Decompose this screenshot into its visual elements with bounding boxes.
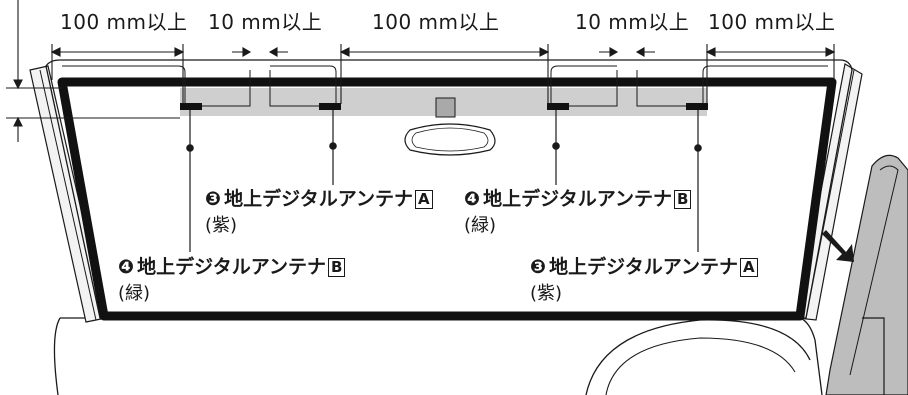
windshield-outline bbox=[45, 59, 853, 319]
antenna-label-text: 地上デジタルアンテナ bbox=[137, 256, 326, 278]
antenna-label-text: 地上デジタルアンテナ bbox=[224, 188, 413, 210]
dimension-label: 10 mm以上 bbox=[575, 10, 690, 34]
removal-arrow bbox=[822, 230, 854, 262]
dimension-label: 10 mm以上 bbox=[208, 10, 323, 34]
number-badge: ❸ bbox=[205, 188, 222, 210]
steering-wheel-inner bbox=[605, 337, 796, 395]
steering-wheel bbox=[585, 319, 811, 395]
sensor-box bbox=[435, 97, 456, 118]
antenna-element-bar bbox=[547, 103, 569, 110]
dashboard-outline bbox=[53, 317, 823, 395]
antenna-element-bar bbox=[319, 103, 341, 110]
antenna-element-bar bbox=[180, 103, 202, 110]
color-note: (緑) bbox=[464, 215, 497, 236]
color-note: (紫) bbox=[205, 215, 238, 236]
antenna-letter: B bbox=[327, 258, 346, 277]
windshield-black-frame bbox=[57, 77, 837, 321]
antenna-label-text: 地上デジタルアンテナ bbox=[483, 188, 672, 210]
antenna-letter: B bbox=[673, 190, 692, 209]
rearview-mirror bbox=[404, 123, 496, 156]
dimension-label: 100 mm以上 bbox=[60, 10, 188, 34]
number-badge: ❸ bbox=[530, 256, 547, 278]
number-badge: ❹ bbox=[464, 188, 481, 210]
antenna-label-text: 地上デジタルアンテナ bbox=[549, 256, 738, 278]
antenna-letter: A bbox=[414, 190, 433, 209]
dimension-label: 100 mm以上 bbox=[708, 10, 836, 34]
color-note: (緑) bbox=[118, 283, 151, 304]
dimension-label: 100 mm以上 bbox=[372, 10, 500, 34]
antenna-letter: A bbox=[739, 258, 758, 277]
antenna-element-bar bbox=[686, 103, 708, 110]
number-badge: ❹ bbox=[118, 256, 135, 278]
color-note: (紫) bbox=[530, 283, 563, 304]
